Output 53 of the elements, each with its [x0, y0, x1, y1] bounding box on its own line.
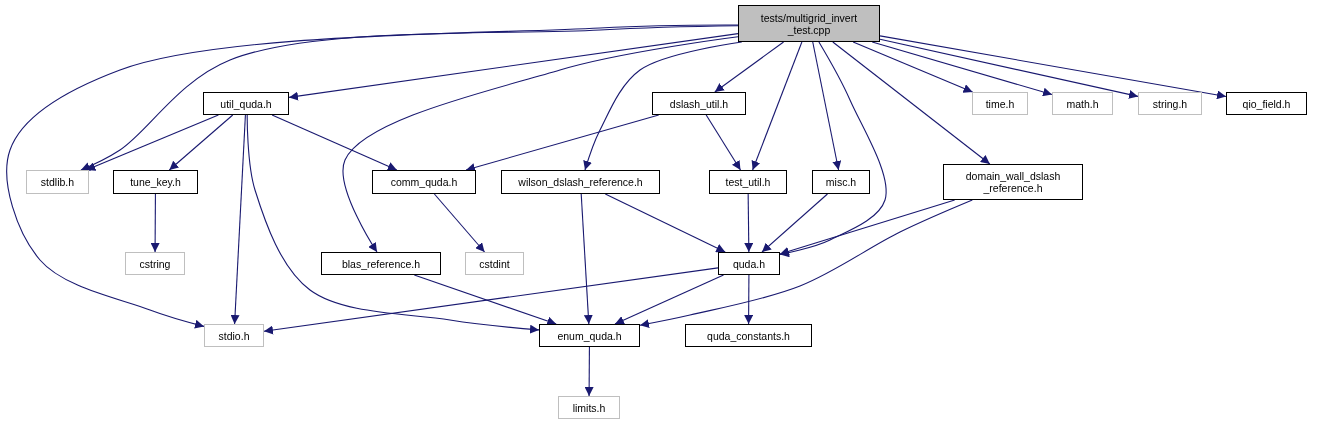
file-box: stdio.h: [204, 324, 264, 347]
file-box: wilson_dslash_reference.h: [501, 170, 660, 194]
arrow: [761, 193, 828, 253]
arrow: [779, 199, 956, 256]
arrow: [580, 193, 593, 325]
arrow: [812, 41, 842, 171]
file-box: util_quda.h: [203, 92, 289, 115]
file-box: domain_wall_dslash _reference.h: [943, 164, 1083, 200]
arrow: [271, 114, 398, 171]
arrow: [465, 114, 660, 172]
arrow: [639, 199, 973, 328]
arrow: [714, 41, 785, 93]
arrow: [342, 36, 739, 253]
arrow: [879, 35, 1227, 100]
arrow: [288, 33, 739, 101]
file-box: enum_quda.h: [539, 324, 640, 347]
file-box: quda_constants.h: [685, 324, 812, 347]
arrow: [230, 114, 246, 325]
arrow: [604, 193, 726, 253]
arrow: [433, 193, 486, 253]
file-box: cstdint: [465, 252, 524, 275]
file-box: test_util.h: [709, 170, 787, 194]
file-box: tests/multigrid_invert _test.cpp: [738, 5, 880, 42]
arrow: [744, 274, 754, 325]
file-box: misc.h: [812, 170, 870, 194]
arrow: [150, 193, 160, 253]
arrow: [263, 267, 719, 335]
file-box: time.h: [972, 92, 1028, 115]
arrow: [832, 41, 991, 165]
file-box: cstring: [125, 252, 185, 275]
arrow: [584, 346, 594, 397]
arrow: [246, 114, 540, 334]
file-box: math.h: [1052, 92, 1113, 115]
file-box: qio_field.h: [1226, 92, 1307, 115]
arrow: [6, 24, 739, 329]
file-box: limits.h: [558, 396, 620, 419]
file-box: tune_key.h: [113, 170, 198, 194]
arrow: [413, 274, 557, 326]
arrow: [871, 41, 1053, 97]
file-box: string.h: [1138, 92, 1202, 115]
arrow: [751, 41, 803, 171]
arrow: [705, 114, 742, 171]
file-box: stdlib.h: [26, 170, 89, 194]
file-box: blas_reference.h: [321, 252, 441, 275]
arrow: [744, 193, 754, 253]
arrow: [852, 41, 974, 93]
file-box: comm_quda.h: [372, 170, 476, 194]
arrow: [614, 274, 725, 325]
arrow: [879, 38, 1139, 99]
file-box: dslash_util.h: [652, 92, 746, 115]
arrow: [168, 114, 234, 171]
file-box: quda.h: [718, 252, 780, 275]
arrow: [779, 41, 887, 258]
